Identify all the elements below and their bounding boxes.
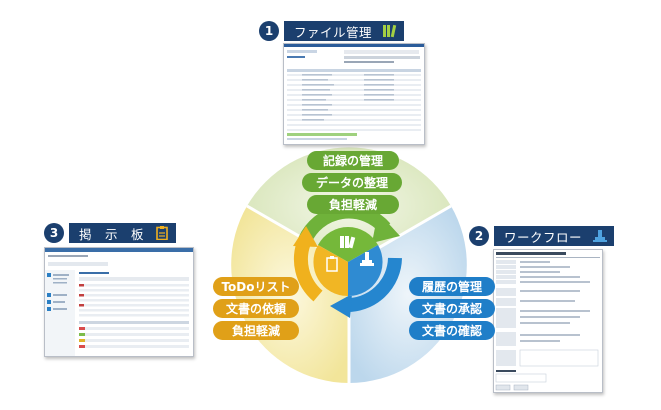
section-header-workflow: 2 ワークフロー — [469, 225, 615, 247]
file-management-preview — [284, 44, 424, 140]
pill-todo-list: ToDoリスト — [213, 277, 299, 296]
section-header-file-management: 1 ファイル管理 — [259, 20, 405, 42]
pill-record-management: 記録の管理 — [307, 151, 399, 170]
screenshot-file-management — [283, 43, 425, 145]
pill-document-confirmation: 文書の確認 — [409, 321, 495, 340]
pill-document-request: 文書の依頼 — [213, 299, 299, 318]
pill-burden-reduction-green: 負担軽減 — [307, 195, 399, 214]
pill-history-management: 履歴の管理 — [409, 277, 495, 296]
stamp-icon — [593, 230, 608, 242]
pill-document-approval: 文書の承認 — [409, 299, 495, 318]
screenshot-workflow — [493, 249, 603, 393]
books-icon — [383, 24, 397, 38]
section-title: ファイル管理 — [294, 24, 373, 40]
section-title: 掲 示 板 — [79, 226, 145, 242]
bulletin-board-preview — [45, 248, 193, 356]
workflow-preview — [495, 252, 600, 391]
section-title: ワークフロー — [504, 229, 583, 245]
clipboard-icon — [156, 226, 168, 240]
cycle-arrows-icon — [293, 204, 402, 318]
pill-burden-reduction-yellow: 負担軽減 — [213, 321, 299, 340]
pill-data-organization: データの整理 — [302, 173, 402, 192]
screenshot-bulletin-board — [44, 247, 194, 357]
section-number: 3 — [44, 223, 64, 243]
section-header-bulletin-board: 3 掲 示 板 — [44, 222, 177, 244]
section-number: 2 — [469, 226, 489, 246]
section-number: 1 — [259, 21, 279, 41]
